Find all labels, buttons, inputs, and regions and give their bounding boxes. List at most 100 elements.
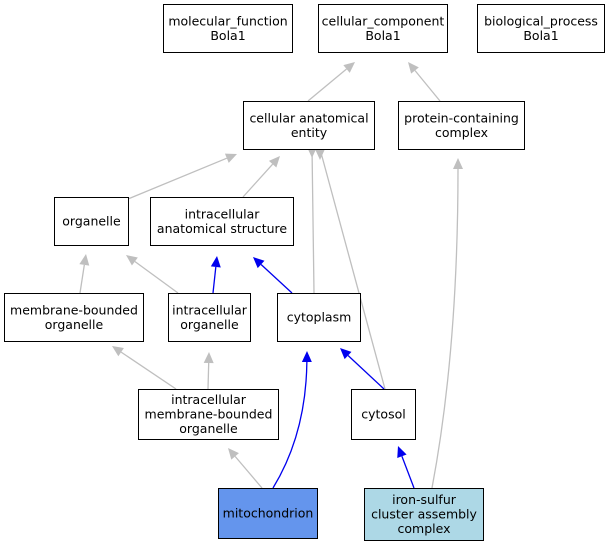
node-box: [477, 4, 605, 53]
edge-membrane-bounded-organelle-to-organelle: [79, 254, 90, 294]
edge-line: [311, 146, 315, 294]
node-mitochondrion[interactable]: mitochondrion: [218, 488, 318, 539]
edge-arrowhead: [224, 153, 237, 163]
node-label-line: molecular_function: [168, 13, 287, 28]
edge-line: [207, 362, 210, 390]
edge-intracellular-membrane-bounded-organelle-to-intracellular-organelle: [203, 352, 214, 390]
node-box: [168, 293, 251, 342]
edge-arrowhead: [397, 446, 407, 459]
edge-line: [431, 168, 459, 489]
edge-protein-containing-complex-to-cellular-component: [408, 62, 441, 102]
node-label-line: cytosol: [361, 407, 405, 422]
edge-line: [347, 355, 385, 390]
node-label-line: organelle: [62, 214, 121, 229]
edge-intracellular-organelle-to-intracellular-anatomical-structure: [210, 256, 221, 294]
edge-line: [401, 456, 415, 489]
node-label-line: Bola1: [365, 28, 400, 43]
edge-arrowhead: [315, 149, 325, 160]
node-label-line: complex: [398, 521, 451, 536]
node-box: [54, 197, 129, 246]
node-label-line: cluster assembly: [371, 507, 477, 522]
edge-line: [212, 266, 217, 294]
node-label-line: entity: [291, 125, 328, 140]
edge-line: [272, 361, 308, 489]
node-label-line: intracellular: [171, 392, 247, 407]
node-label-line: intracellular: [185, 206, 261, 221]
edge-intracellular-anatomical-structure-to-cellular-anatomical-entity: [242, 156, 280, 198]
node-label-line: membrane-bounded: [10, 302, 138, 317]
edge-arrowhead: [126, 255, 138, 266]
node-box: [318, 4, 448, 53]
node-label-line: organelle: [45, 317, 104, 332]
edge-intracellular-membrane-bounded-organelle-to-membrane-bounded-organelle: [112, 346, 177, 390]
edge-line: [120, 351, 177, 390]
node-label-line: protein-containing: [404, 110, 519, 125]
edge-intracellular-organelle-to-organelle: [126, 255, 179, 294]
edge-iron-sulfur-cluster-assembly-complex-to-protein-containing-complex: [431, 158, 463, 489]
node-box: [398, 101, 525, 150]
edge-cytoplasm-to-intracellular-anatomical-structure: [253, 257, 293, 294]
node-box: [163, 4, 293, 53]
node-label-line: cytoplasm: [287, 310, 352, 325]
edge-cytoplasm-to-cellular-anatomical-entity: [307, 146, 317, 294]
edge-arrowhead: [453, 158, 463, 169]
edge-arrowhead: [79, 254, 90, 266]
node-box: [4, 293, 144, 342]
edge-iron-sulfur-cluster-assembly-complex-to-cytosol: [397, 446, 415, 489]
edge-line: [127, 157, 228, 200]
edge-arrowhead: [228, 448, 239, 460]
edge-arrowhead: [210, 256, 221, 268]
node-box: [138, 389, 279, 440]
node-organelle[interactable]: organelle: [54, 197, 129, 246]
nodes-layer: molecular_functionBola1cellular_componen…: [4, 4, 605, 541]
node-label-line: organelle: [180, 317, 239, 332]
edge-line: [234, 455, 263, 489]
node-label-line: cellular anatomical: [249, 110, 368, 125]
edge-arrowhead: [253, 257, 265, 269]
node-label-line: membrane-bounded: [145, 407, 273, 422]
edge-line: [260, 263, 293, 294]
edge-line: [242, 163, 274, 198]
edge-arrowhead: [203, 352, 214, 364]
edge-cytosol-to-cellular-anatomical-entity: [315, 148, 386, 390]
edge-cellular-anatomical-entity-to-cellular-component: [307, 62, 355, 102]
node-label-line: Bola1: [210, 28, 245, 43]
node-label-line: cellular_component: [322, 13, 445, 28]
edge-arrowhead: [301, 351, 312, 363]
edge-line: [79, 264, 85, 294]
node-box: [351, 389, 416, 440]
edge-arrowhead: [268, 156, 280, 168]
node-cytosol[interactable]: cytosol: [351, 389, 416, 440]
edge-mitochondrion-to-cytoplasm: [272, 351, 312, 489]
edge-line: [134, 260, 179, 294]
node-label-line: iron-sulfur: [392, 492, 457, 507]
node-label-line: organelle: [179, 421, 238, 436]
edge-arrowhead: [340, 348, 352, 360]
node-box: [243, 101, 375, 150]
node-box: [364, 488, 484, 541]
edge-line: [307, 68, 347, 102]
edges-layer: [79, 62, 463, 489]
edge-arrowhead: [408, 62, 419, 74]
node-box: [218, 488, 318, 539]
node-label-line: anatomical structure: [157, 221, 287, 236]
node-cytoplasm[interactable]: cytoplasm: [277, 293, 361, 342]
edge-line: [414, 70, 441, 102]
edge-line: [319, 148, 386, 390]
node-label-line: intracellular: [172, 302, 248, 317]
edge-mitochondrion-to-intracellular-membrane-bounded-organelle: [228, 448, 263, 489]
node-box: [150, 197, 294, 246]
edge-organelle-to-cellular-anatomical-entity: [127, 153, 237, 200]
node-box: [277, 293, 361, 342]
